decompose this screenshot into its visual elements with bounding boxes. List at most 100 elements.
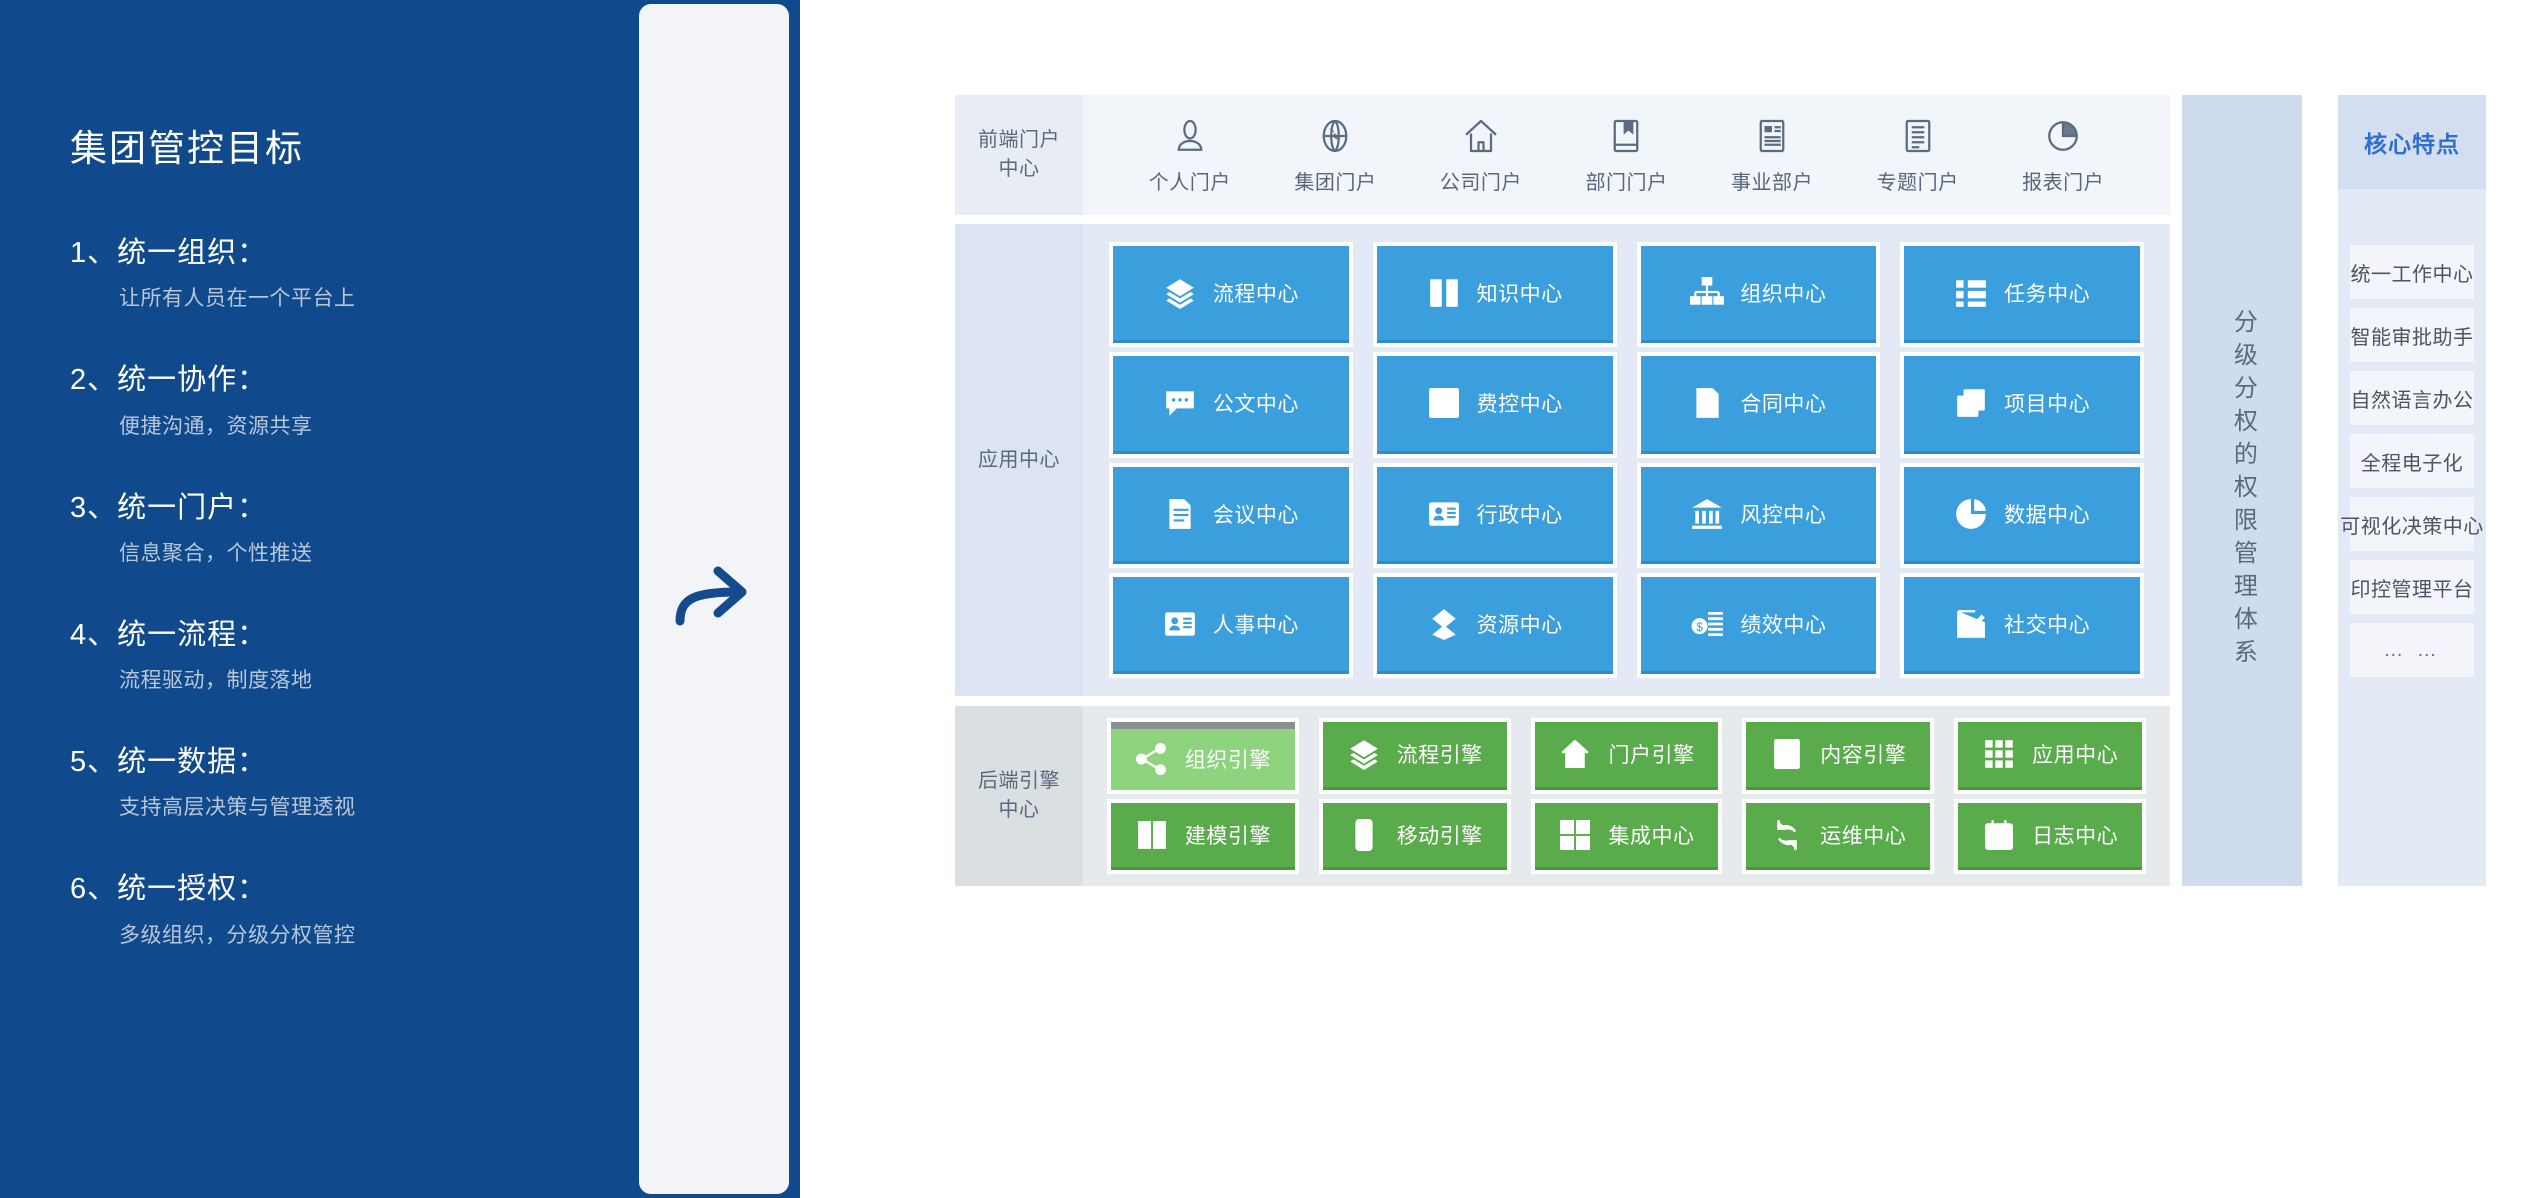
core-feature-item[interactable]: 全程电子化 bbox=[2350, 434, 2474, 488]
portal-item-label: 专题门户 bbox=[1876, 171, 1959, 194]
app-tile-task[interactable]: 任务中心 bbox=[1904, 246, 2140, 344]
goal-heading: 6、统一授权： bbox=[70, 873, 268, 906]
portal-label-line2: 中心 bbox=[998, 158, 1040, 180]
permission-column-text: 分级分权的权限管理体系 bbox=[2229, 309, 2257, 672]
engine-tile-label: 组织引擎 bbox=[1184, 749, 1271, 773]
portal-item-topic[interactable]: 专题门户 bbox=[1853, 116, 1983, 195]
contract-icon bbox=[1690, 386, 1724, 420]
app-tile-social[interactable]: 社交中心 bbox=[1904, 576, 2140, 674]
portal-item-company[interactable]: 公司门户 bbox=[1416, 116, 1546, 195]
goal-list: 1、统一组织： 让所有人员在一个平台上 2、统一协作： 便捷沟通，资源共享 3、… bbox=[70, 235, 590, 999]
core-feature-item[interactable]: 印控管理平台 bbox=[2350, 560, 2474, 614]
app-tile-label: 任务中心 bbox=[2004, 283, 2091, 307]
engine-tile-label: 移动引擎 bbox=[1396, 824, 1483, 848]
document-icon bbox=[1163, 497, 1197, 531]
left-goals-panel: 集团管控目标 1、统一组织： 让所有人员在一个平台上 2、统一协作： 便捷沟通，… bbox=[0, 0, 635, 1198]
engine-tile-mobile[interactable]: 移动引擎 bbox=[1322, 802, 1507, 870]
portal-item-group[interactable]: 集团门户 bbox=[1270, 116, 1400, 195]
engine-tile-log[interactable]: 日志中心 bbox=[1958, 802, 2142, 870]
portal-item-business-unit[interactable]: 事业部户 bbox=[1707, 116, 1837, 195]
portal-item-report[interactable]: 报表门户 bbox=[1998, 116, 2128, 195]
app-tile-contract[interactable]: 合同中心 bbox=[1640, 356, 1877, 454]
chart-up-icon bbox=[1427, 386, 1461, 420]
list-item: 6、统一授权： 多级组织，分级分权管控 bbox=[70, 871, 590, 948]
app-tile-knowledge[interactable]: 知识中心 bbox=[1376, 246, 1613, 344]
app-tile-organization[interactable]: 组织中心 bbox=[1640, 246, 1877, 344]
goal-description: 让所有人员在一个平台上 bbox=[119, 287, 356, 311]
portal-item-label: 报表门户 bbox=[2022, 171, 2105, 194]
engine-tile-integration[interactable]: 集成中心 bbox=[1534, 802, 1719, 870]
goal-description: 多级组织，分级分权管控 bbox=[119, 923, 356, 947]
engine-tile-label: 内容引擎 bbox=[1820, 744, 1907, 768]
svg-text:$: $ bbox=[1697, 621, 1704, 634]
portal-items-row: 个人门户 集团门户 bbox=[1083, 95, 2170, 215]
core-feature-item[interactable]: 可视化决策中心 bbox=[2340, 497, 2483, 551]
grid-dots-icon bbox=[1982, 737, 2016, 771]
app-tile-hr[interactable]: 人事中心 bbox=[1113, 576, 1349, 674]
app-tile-label: 资源中心 bbox=[1476, 613, 1563, 637]
app-tile-administration[interactable]: 行政中心 bbox=[1376, 466, 1613, 564]
app-tile-label: 组织中心 bbox=[1740, 283, 1827, 307]
layers-icon bbox=[1347, 737, 1381, 771]
app-tile-resource[interactable]: 资源中心 bbox=[1376, 576, 1613, 674]
app-tile-label: 项目中心 bbox=[2004, 393, 2091, 417]
book-icon bbox=[1606, 116, 1646, 156]
core-feature-item[interactable]: 智能审批助手 bbox=[2350, 308, 2474, 362]
app-tile-expense-control[interactable]: 费控中心 bbox=[1376, 356, 1613, 454]
engine-tile-modeling[interactable]: 建模引擎 bbox=[1111, 802, 1295, 870]
diagram-canvas: 前端门户 中心 个人门户 bbox=[800, 0, 2537, 1198]
speech-bubble-icon bbox=[1163, 386, 1197, 420]
portal-item-personal[interactable]: 个人门户 bbox=[1125, 116, 1255, 195]
architecture-diagram: 前端门户 中心 个人门户 bbox=[955, 95, 2500, 1095]
app-tile-label: 知识中心 bbox=[1476, 283, 1563, 307]
engine-tile-process[interactable]: 流程引擎 bbox=[1322, 722, 1507, 790]
engine-tile-operations[interactable]: 运维中心 bbox=[1746, 802, 1931, 870]
goal-heading: 3、统一门户： bbox=[70, 491, 268, 524]
core-feature-item[interactable]: 统一工作中心 bbox=[2350, 245, 2474, 299]
core-features-header: 核心特点 bbox=[2338, 95, 2486, 189]
core-features-list: 统一工作中心 智能审批助手 自然语言办公 全程电子化 可视化决策中心 印控管理平… bbox=[2338, 189, 2486, 886]
core-feature-item[interactable]: 自然语言办公 bbox=[2350, 371, 2474, 425]
engine-tile-portal[interactable]: 门户引擎 bbox=[1534, 722, 1719, 790]
portal-item-department[interactable]: 部门门户 bbox=[1561, 116, 1691, 195]
engine-tile-label: 应用中心 bbox=[2032, 744, 2119, 768]
goal-description: 信息聚合，个性推送 bbox=[119, 541, 313, 565]
app-tile-risk-control[interactable]: 风控中心 bbox=[1640, 466, 1877, 564]
portal-item-label: 集团门户 bbox=[1294, 171, 1377, 194]
portal-item-label: 事业部户 bbox=[1731, 171, 1814, 194]
app-tile-performance[interactable]: $ 绩效中心 bbox=[1640, 576, 1877, 674]
divider-column bbox=[635, 0, 800, 1198]
app-tile-label: 公文中心 bbox=[1212, 393, 1299, 417]
app-tile-label: 数据中心 bbox=[2004, 503, 2091, 527]
app-tile-project[interactable]: 项目中心 bbox=[1904, 356, 2140, 454]
open-book-icon bbox=[1427, 276, 1461, 310]
engine-tile-label: 流程引擎 bbox=[1396, 744, 1483, 768]
app-tile-label: 社交中心 bbox=[2004, 613, 2091, 637]
pie-chart-icon bbox=[2043, 116, 2083, 156]
app-tile-meeting[interactable]: 会议中心 bbox=[1113, 466, 1349, 564]
home-icon bbox=[1461, 116, 1501, 156]
edit-pen-icon bbox=[1954, 607, 1988, 641]
refresh-cycle-icon bbox=[1770, 818, 1804, 852]
diamond-stack-icon bbox=[1427, 607, 1461, 641]
news-page-icon bbox=[1752, 116, 1792, 156]
person-icon bbox=[1170, 116, 1210, 156]
home-icon bbox=[1558, 737, 1592, 771]
app-tile-data[interactable]: 数据中心 bbox=[1904, 466, 2140, 564]
news-page-icon bbox=[1770, 737, 1804, 771]
app-tile-process[interactable]: 流程中心 bbox=[1113, 246, 1349, 344]
pie-slice-icon bbox=[1954, 497, 1988, 531]
portal-item-label: 部门门户 bbox=[1585, 171, 1668, 194]
engine-label-line1: 后端引擎 bbox=[978, 770, 1060, 792]
task-list-icon bbox=[1954, 276, 1988, 310]
portal-section-label: 前端门户 中心 bbox=[955, 95, 1083, 215]
list-item: 5、统一数据： 支持高层决策与管理透视 bbox=[70, 744, 590, 821]
engine-tile-organization[interactable]: 组织引擎 bbox=[1111, 722, 1295, 790]
app-tile-official-document[interactable]: 公文中心 bbox=[1113, 356, 1349, 454]
engine-tile-label: 运维中心 bbox=[1820, 824, 1907, 848]
goal-heading: 5、统一数据： bbox=[70, 746, 268, 778]
engine-tile-content[interactable]: 内容引擎 bbox=[1746, 722, 1931, 790]
engine-tile-application[interactable]: 应用中心 bbox=[1958, 722, 2142, 790]
goal-heading: 4、统一流程： bbox=[70, 618, 268, 651]
engine-tile-label: 日志中心 bbox=[2032, 824, 2119, 848]
